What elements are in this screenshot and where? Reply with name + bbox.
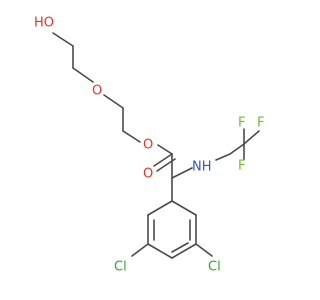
chlorine-left-label: Cl xyxy=(114,260,127,275)
bond-cf3-f-right xyxy=(243,130,260,145)
ring-bond-3 xyxy=(147,243,173,259)
bond-o-c3 xyxy=(103,94,124,109)
ether-oxygen-label: O xyxy=(92,84,102,99)
bond-nh-ch2 xyxy=(215,153,231,161)
bond-c2-o xyxy=(72,67,94,83)
carbonyl-oxygen-label: O xyxy=(143,167,153,182)
fluorine-bottom-label: F xyxy=(238,159,245,174)
bond-ring-cl-right xyxy=(195,243,213,257)
bond-carbonylc-o-double-a xyxy=(153,153,173,167)
hydroxyl-label: HO xyxy=(34,16,54,31)
bond-o-carbonylc xyxy=(157,144,173,155)
chlorine-right-label: Cl xyxy=(208,260,221,275)
bond-ring-cl-left xyxy=(131,243,149,257)
bond-alpha-nh xyxy=(171,167,193,179)
ester-oxygen-label: O xyxy=(143,138,153,153)
bond-ch2-cf3 xyxy=(229,143,245,155)
molecule-structure: HO O O O NH F F F Cl Cl xyxy=(34,16,264,275)
bond-c4-o xyxy=(122,130,141,143)
bond-c1-ho xyxy=(52,32,74,47)
ring-inner-bond-c xyxy=(171,242,189,253)
ring-bond-6 xyxy=(171,200,197,216)
fluorine-right-label: F xyxy=(257,116,264,131)
ring-bond-1 xyxy=(147,200,173,216)
ring-bond-4 xyxy=(171,243,197,259)
fluorine-top-label: F xyxy=(238,116,245,131)
amine-label: NH xyxy=(192,160,212,175)
